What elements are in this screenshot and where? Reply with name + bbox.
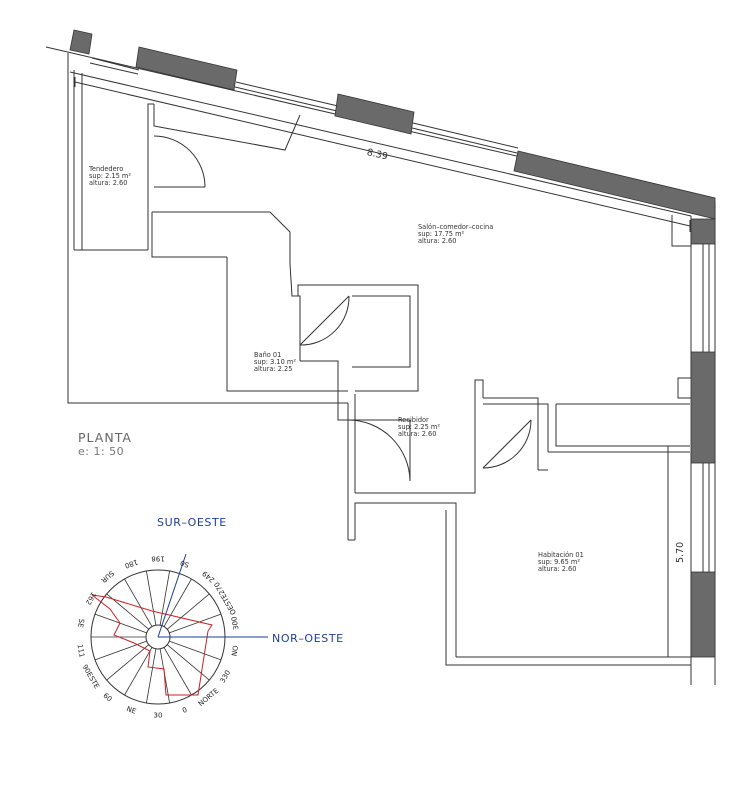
compass-spoke <box>124 647 153 696</box>
room-name: Baño 01 <box>254 351 282 359</box>
facade-window-line <box>234 86 338 112</box>
compass-spoke <box>169 613 222 634</box>
door-leaf-bano <box>299 295 350 346</box>
wall-block-right <box>690 351 716 464</box>
facade-wall-block <box>69 29 93 55</box>
compass-spoke <box>166 593 210 630</box>
plan-scale: e: 1: 50 <box>78 445 125 458</box>
wall-right <box>677 216 692 399</box>
wall-outer-left <box>67 53 348 404</box>
compass-trace <box>91 594 213 696</box>
wall-block-right <box>690 571 716 658</box>
facade-window-line <box>412 122 519 149</box>
room-height: altura: 2.60 <box>538 564 577 573</box>
room-surface: sup: 2.25 m² <box>398 422 440 431</box>
facade-window-line <box>89 62 139 75</box>
compass-label: NO <box>230 644 241 657</box>
compass-spoke <box>146 648 157 704</box>
door-swing-tendedero <box>153 135 206 188</box>
wall-core-top <box>152 211 291 264</box>
facade-window-line <box>411 127 518 154</box>
compass-spoke <box>169 640 222 661</box>
room-label-habitacion: Habitación 01 sup: 9.65 m² altura: 2.60 <box>538 552 584 573</box>
wall-bath-right <box>352 295 411 368</box>
dimension-right-label: 5.70 <box>675 541 686 563</box>
door-swing-bano <box>299 295 350 346</box>
room-height: altura: 2.25 <box>254 364 293 373</box>
wall-kitchen-unit <box>153 104 301 151</box>
room-name: Tendedero <box>89 165 124 173</box>
direction-label-northwest: NOR–OESTE <box>272 632 344 645</box>
wall-core <box>151 212 227 258</box>
direction-line-southwest <box>157 553 187 638</box>
room-height: altura: 2.60 <box>418 236 457 245</box>
dimension-line-top <box>74 81 691 227</box>
compass-spoke <box>124 578 153 627</box>
wall-bath-left <box>226 257 348 392</box>
compass-label: 198 <box>151 554 165 563</box>
plan-title: PLANTA <box>78 430 132 445</box>
wall-habitacion-left <box>354 502 457 657</box>
room-label-tendedero: Tendedero sup: 2.15 m² altura: 2.60 <box>89 166 131 187</box>
compass-spoke <box>163 578 192 627</box>
compass-spoke <box>163 647 192 696</box>
door-swing-habitacion <box>482 419 532 469</box>
facade-inner-line <box>69 71 692 217</box>
wall-block-right <box>690 218 716 245</box>
room-name: Habitación 01 <box>538 551 584 559</box>
wall-right-top <box>671 215 691 247</box>
compass-spoke <box>106 644 150 681</box>
compass-rose <box>90 553 268 705</box>
door-swing-recibidor <box>347 419 411 482</box>
room-height: altura: 2.60 <box>89 178 128 187</box>
room-label-recibidor: Recibidor sup: 2.25 m² altura: 2.60 <box>398 417 440 438</box>
room-name: Recibidor <box>398 416 429 424</box>
wall-bottom-outer <box>445 510 691 666</box>
compass-spoke <box>94 640 147 661</box>
wall-recibidor-right <box>355 379 484 494</box>
compass-label: 111 <box>75 643 86 658</box>
facade-wall-block <box>135 46 238 91</box>
direction-label-southwest: SUR–OESTE <box>157 516 227 529</box>
wall-segment <box>483 403 549 452</box>
room-label-salon: Salón–comedor–cocina sup: 17.75 m² altur… <box>418 224 493 245</box>
door-leaf-habitacion <box>482 419 532 469</box>
room-surface: sup: 17.75 m² <box>418 229 465 238</box>
room-surface: sup: 2.15 m² <box>89 171 131 180</box>
closet-front <box>555 404 690 447</box>
room-surface: sup: 9.65 m² <box>538 557 580 566</box>
facade-window-line <box>235 81 339 107</box>
room-height: altura: 2.60 <box>398 429 437 438</box>
wall-segment <box>337 391 348 421</box>
compass-spoke <box>94 613 147 634</box>
facade-window-line <box>91 57 140 71</box>
wall-bath-outer <box>297 284 419 392</box>
compass-spoke <box>159 570 170 626</box>
compass-spoke <box>146 570 157 626</box>
compass-label: 30 <box>153 711 163 720</box>
room-name: Salón–comedor–cocina <box>418 223 494 231</box>
room-label-bano: Baño 01 sup: 3.10 m² altura: 2.25 <box>254 352 296 373</box>
wall-segment <box>483 397 539 470</box>
room-surface: sup: 3.10 m² <box>254 357 296 366</box>
compass-spokes <box>91 570 225 704</box>
wall-bath-bottom <box>300 360 339 391</box>
wall-segment <box>147 103 154 120</box>
compass-spoke <box>166 644 210 681</box>
facade-wall-block <box>334 93 415 135</box>
wall-bath-inner <box>289 263 301 361</box>
compass-label: SE <box>76 618 86 629</box>
